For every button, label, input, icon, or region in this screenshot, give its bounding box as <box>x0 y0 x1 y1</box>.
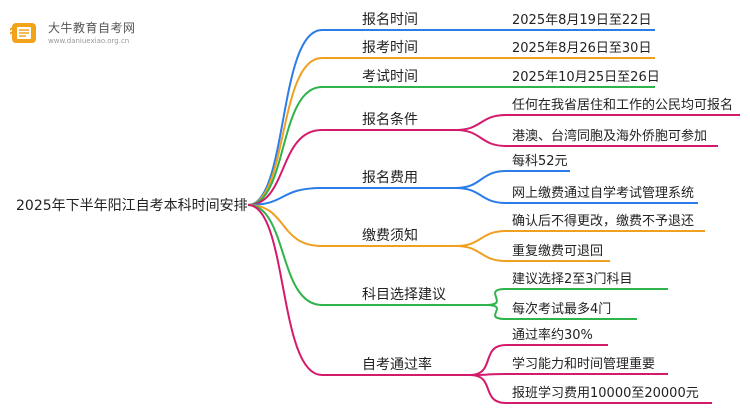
leaf-connector <box>455 170 507 189</box>
branch-label: 报考时间 <box>362 40 418 56</box>
site-name: 大牛教育自考网 <box>48 21 136 35</box>
branch-connector <box>247 187 323 206</box>
branch-label: 报名时间 <box>362 12 418 28</box>
leaf-connector <box>485 304 507 320</box>
branch-label: 缴费须知 <box>362 227 418 244</box>
branch-connector <box>247 29 323 206</box>
branch-connector <box>247 204 323 376</box>
site-logo[interactable]: 大牛教育自考网 www.daniuexiao.org.cn <box>10 14 160 54</box>
leaf-label: 通过率约30% <box>512 327 593 343</box>
book-logo-icon <box>10 23 36 43</box>
branch-label: 报名条件 <box>362 111 418 128</box>
branch-connector <box>247 204 323 306</box>
leaf-label: 学习能力和时间管理重要 <box>512 356 655 372</box>
site-url: www.daniuexiao.org.cn <box>48 37 130 45</box>
leaf-label: 任何在我省居住和工作的公民均可报名 <box>512 97 733 113</box>
leaf-label: 2025年8月26日至30日 <box>512 41 651 56</box>
leaf-connector <box>485 288 507 306</box>
leaf-connector <box>455 129 507 147</box>
branch-label: 科目选择建议 <box>362 287 446 303</box>
branch-connector <box>247 204 323 247</box>
branch-label: 考试时间 <box>362 69 418 85</box>
branch-connector <box>247 86 323 206</box>
root-topic: 2025年下半年阳江自考本科时间安排 <box>16 198 248 214</box>
leaf-label: 每次考试最多4门 <box>512 301 611 317</box>
branch-connector <box>247 129 323 206</box>
leaf-label: 报班学习费用10000至20000元 <box>512 385 699 401</box>
leaf-connector <box>469 374 507 404</box>
leaf-connector <box>455 114 507 131</box>
branch-label: 报名费用 <box>362 170 418 186</box>
leaf-label: 2025年10月25日至26日 <box>512 70 660 85</box>
leaf-connector <box>455 245 507 262</box>
leaf-label: 2025年8月19日至22日 <box>512 13 651 28</box>
leaf-connector <box>455 230 507 247</box>
leaf-label: 确认后不得更改，缴费不予退还 <box>512 213 694 229</box>
leaf-label: 每科52元 <box>512 153 568 169</box>
branch-label: 自考通过率 <box>362 356 432 373</box>
leaf-label: 网上缴费通过自学考试管理系统 <box>512 185 694 201</box>
leaf-label: 重复缴费可退回 <box>512 243 603 259</box>
leaf-connector <box>455 187 507 204</box>
leaf-connector <box>469 344 507 376</box>
leaf-label: 港澳、台湾同胞及海外侨胞可参加 <box>512 128 707 144</box>
leaf-label: 建议选择2至3门科目 <box>512 272 633 287</box>
